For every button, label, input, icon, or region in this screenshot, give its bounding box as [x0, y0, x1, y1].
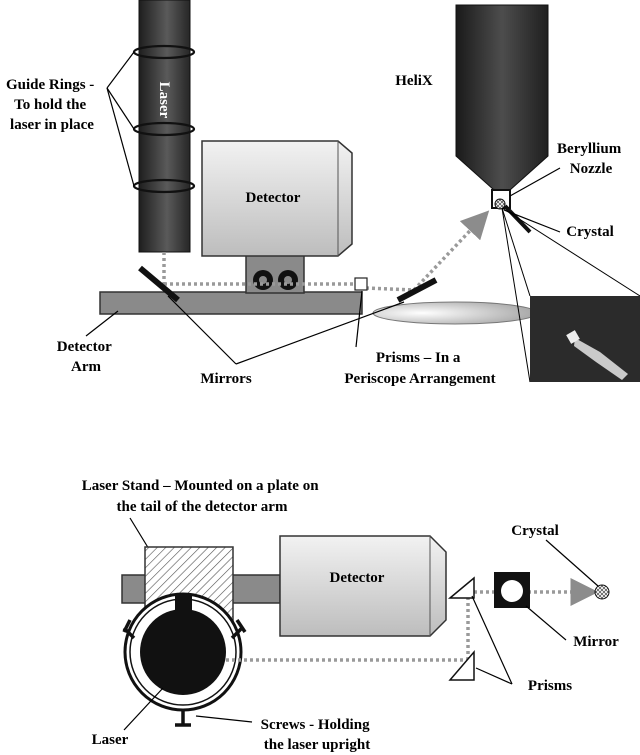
helium-jet [372, 301, 538, 325]
mirrors-label: Mirrors [200, 371, 252, 387]
guide-rings-pointers [106, 51, 135, 187]
crystal-label-top: Crystal [566, 224, 614, 240]
mirror-pointer-bottom [525, 605, 567, 641]
helix-cryostat [455, 4, 549, 191]
laser-beam-top [162, 210, 490, 292]
detector-body-bottom [279, 535, 447, 637]
crystal-label-bottom: Crystal [511, 523, 559, 539]
crystal-top [494, 198, 506, 210]
mirror-left-top [138, 265, 180, 303]
mirror-label-bottom: Mirror [573, 634, 619, 650]
mirrors-pointers [167, 295, 405, 365]
laser-tube-top [138, 0, 191, 253]
laser-label-top: Laser [156, 82, 172, 119]
mirror-right-top [396, 277, 438, 303]
guide-rings-label: Guide Rings - To hold the laser in place [6, 77, 98, 133]
laser-mount-ring [123, 592, 243, 712]
beryllium-pointer [509, 167, 561, 197]
crystal-bottom [594, 584, 610, 600]
crystal-pointer-top [503, 209, 561, 233]
prisms-pointers-bottom [471, 595, 513, 685]
prisms-pointer-top [355, 290, 363, 348]
screws-label: Screws - Holding the laser upright [261, 717, 374, 753]
detector-label-top: Detector [246, 190, 301, 206]
screws-pointer [195, 715, 253, 723]
crystal-holder [503, 204, 532, 234]
crystal-photo-inset [530, 296, 640, 382]
crystal-pointer-bottom [545, 539, 599, 587]
laser-stand-label: Laser Stand – Mounted on a plate on the … [82, 478, 323, 515]
laser-stand-post [175, 594, 192, 612]
inset-zoom-lines [501, 207, 640, 383]
laser-label-bottom: Laser [92, 732, 129, 748]
mount-screws [122, 619, 247, 727]
prism-lower [448, 649, 475, 681]
prisms-periscope-label: Prisms – In a Periscope Arrangement [344, 350, 495, 387]
prisms-label-bottom: Prisms [528, 678, 572, 694]
prism-upper [447, 576, 475, 599]
detector-arm-label: Detector Arm [57, 339, 115, 375]
detector-arm [99, 291, 363, 315]
beryllium-label: Beryllium Nozzle [557, 141, 625, 177]
detector-label-bottom: Detector [330, 570, 385, 586]
laser-pointer-bottom [123, 687, 164, 731]
helix-label: HeliX [395, 73, 433, 89]
detector-arm-pointer [85, 310, 119, 337]
prism-top [354, 277, 368, 291]
